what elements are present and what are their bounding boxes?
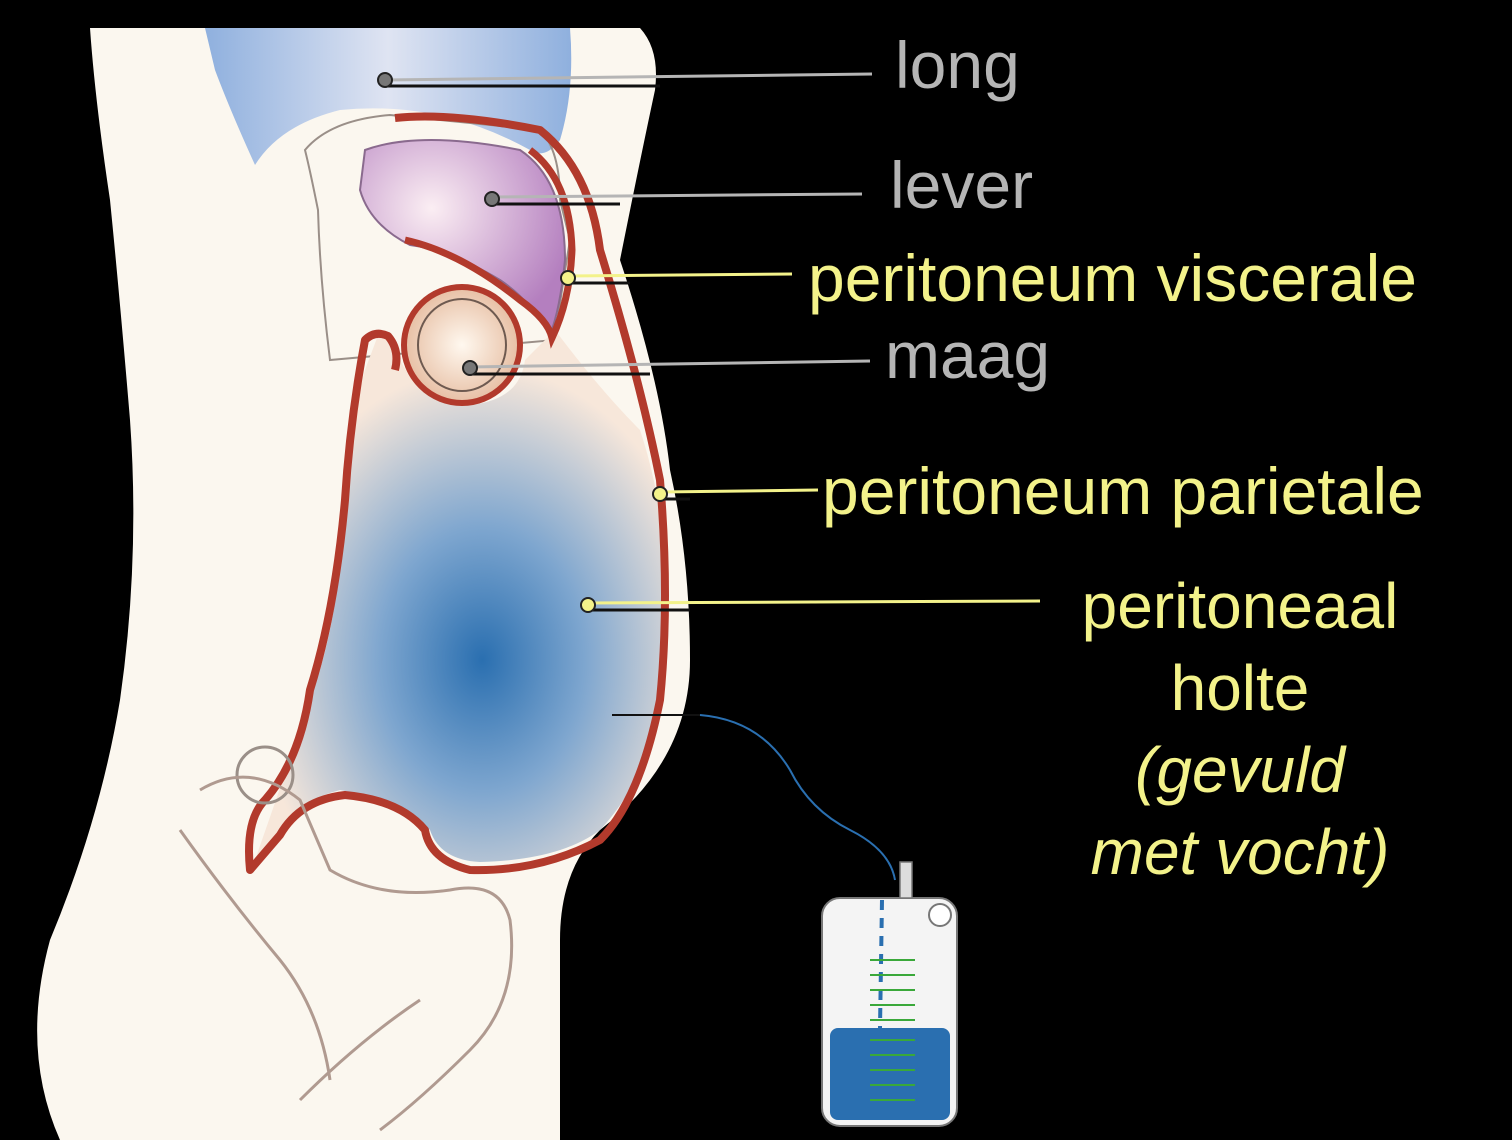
peritoneum-viscerale-line [404, 147, 576, 349]
label-cavity-note2: met vocht) [1090, 816, 1390, 888]
bowel-loop [235, 745, 295, 805]
pelvis-outline [178, 775, 514, 1132]
stomach-inner [417, 298, 507, 392]
peritoneal-cavity [255, 330, 669, 862]
label-cavity-line1: peritoneaal [1081, 570, 1399, 642]
label-peritoneal-cavity: peritoneaal holte (gevuld met vocht) [1020, 574, 1460, 884]
label-peritoneum-viscerale: peritoneum viscerale [808, 241, 1417, 315]
leader-line-visceral [560, 270, 793, 286]
leader-line-liver [484, 191, 863, 207]
stomach [401, 284, 523, 406]
leader-line-cavity [580, 597, 1041, 613]
label-liver: lever [890, 148, 1034, 222]
bag-port [928, 903, 952, 927]
label-peritoneum-parietale: peritoneum parietale [822, 454, 1424, 528]
bag-scale-marks [870, 959, 915, 1101]
leader-line-lung [377, 72, 873, 88]
liver [358, 139, 567, 338]
label-cavity-line2: holte [1170, 652, 1310, 724]
drain-tube [699, 714, 896, 881]
lung [205, 28, 572, 165]
drain-fluid [830, 1028, 950, 1120]
label-lung: long [895, 28, 1020, 102]
peritoneum-parietale-line [245, 112, 669, 875]
drip-stream [878, 899, 884, 1029]
bag-inlet [899, 861, 913, 899]
leader-line-parietal [652, 486, 819, 502]
leader-line-stomach [462, 359, 871, 376]
label-stomach: maag [885, 318, 1051, 392]
label-cavity-note1: (gevuld [1135, 734, 1345, 806]
